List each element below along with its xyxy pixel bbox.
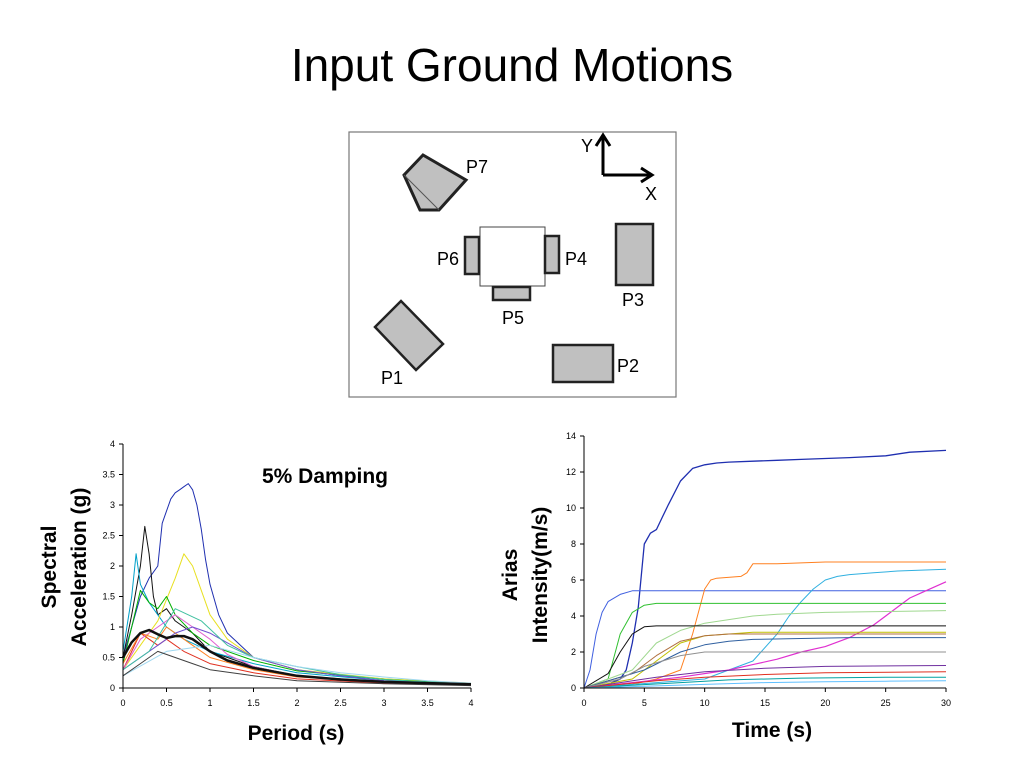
y-tick-label: 6 (571, 575, 576, 585)
x-tick-label: 30 (941, 698, 951, 708)
series-line-9 (122, 626, 472, 685)
y-tick-label: 14 (566, 431, 576, 441)
y-tick-label: 2.5 (102, 531, 115, 541)
y-axis-arrow (594, 132, 612, 175)
x-tick-labels: 0 5 10 15 20 25 30 (581, 698, 951, 708)
x-tick-label: 0 (120, 698, 125, 708)
series-line-2 (122, 525, 472, 685)
pier-p4-shape (543, 234, 561, 275)
y-tick-label: 10 (566, 503, 576, 513)
y-tick-labels: 0 0.5 1 1.5 2 2.5 3 3.5 4 (102, 439, 115, 693)
y-tick-label: 3.5 (102, 470, 115, 480)
x-tick-label: 1 (207, 698, 212, 708)
y-tick-label: 1.5 (102, 592, 115, 602)
x-tick-label: 25 (881, 698, 891, 708)
pier-p2-shape (551, 343, 615, 384)
y-axis-title-line-1: Spectral (38, 526, 61, 609)
x-tick-label: 3.5 (421, 698, 434, 708)
series-line-2 (583, 590, 946, 689)
pier-p3-shape (614, 222, 655, 287)
series-line-16 (583, 680, 947, 689)
x-tick-label: 4 (468, 698, 473, 708)
x-tick-labels: 0 0.5 1 1.5 2 2.5 3 3.5 4 (120, 698, 473, 708)
x-tick-label: 2 (294, 698, 299, 708)
series-line-1 (583, 449, 947, 689)
pier-p7-shape (402, 153, 469, 212)
series-line-6 (583, 602, 946, 689)
chart-title: 5% Damping (262, 465, 388, 488)
series-line-5 (583, 581, 947, 689)
series-line-3 (122, 553, 472, 685)
x-tick-label: 10 (700, 698, 710, 708)
x-tick-label: 0.5 (160, 698, 173, 708)
pier-p2-label: P2 (617, 356, 639, 376)
axes (119, 443, 472, 692)
pier-p7-label: P7 (466, 157, 488, 177)
pier-p5-shape (491, 285, 532, 302)
y-tick-label: 2 (110, 561, 115, 571)
x-axis-arrow (603, 166, 655, 184)
x-tick-label: 5 (642, 698, 647, 708)
y-tick-label: 0 (110, 683, 115, 693)
series-line-9 (583, 631, 946, 689)
pier-p6-label: P6 (437, 249, 459, 269)
x-axis-title: Period (s) (248, 722, 345, 745)
x-tick-label: 0 (581, 698, 586, 708)
y-axis-title-line-2: Acceleration (g) (68, 488, 91, 647)
center-building (479, 226, 546, 287)
pier-p6-shape (463, 235, 481, 276)
series-lines (583, 449, 947, 689)
y-tick-label: 4 (571, 611, 576, 621)
y-axis-title-line-1: Arias (499, 549, 522, 602)
x-axis-title: Time (s) (732, 719, 812, 742)
x-tick-label: 2.5 (334, 698, 347, 708)
x-axis-label: X (645, 184, 657, 204)
series-line-3 (583, 561, 946, 689)
pier-p1-label: P1 (381, 368, 403, 388)
y-axis-title-line-2: Intensity(m/s) (529, 507, 552, 644)
series-line-14 (583, 671, 947, 689)
slide-title: Input Ground Motions (290, 39, 734, 91)
y-axis-label: Y (581, 136, 593, 156)
y-tick-label: 2 (571, 647, 576, 657)
y-tick-label: 0 (571, 683, 576, 693)
series-line-7 (583, 610, 947, 689)
series-line-13 (583, 665, 947, 689)
y-tick-label: 1 (110, 622, 115, 632)
pier-p5-label: P5 (502, 308, 524, 328)
series-line-12 (122, 650, 472, 687)
series-line-1 (122, 483, 472, 684)
axes (580, 435, 947, 692)
x-tick-label: 1.5 (247, 698, 260, 708)
series-line-4 (122, 553, 472, 684)
y-tick-label: 12 (566, 467, 576, 477)
series-line-13 (121, 628, 472, 686)
series-lines (121, 483, 472, 687)
pier-p4-label: P4 (565, 249, 587, 269)
x-tick-label: 15 (760, 698, 770, 708)
y-tick-labels: 0 2 4 6 8 10 12 14 (566, 431, 576, 693)
pier-p3-label: P3 (622, 290, 644, 310)
series-line-4 (583, 568, 947, 689)
layout-diagram: Y X P7 P6 P4 P5 P3 P1 P2 (348, 131, 677, 398)
series-line-11 (122, 644, 472, 684)
y-tick-label: 3 (110, 500, 115, 510)
y-tick-label: 8 (571, 539, 576, 549)
pier-p1-shape (373, 299, 445, 372)
y-tick-label: 0.5 (102, 653, 115, 663)
series-line-15 (583, 676, 946, 689)
pier-p7-inner-edge (403, 174, 440, 211)
y-tick-label: 4 (110, 439, 115, 449)
x-tick-label: 3 (381, 698, 386, 708)
series-line-8 (583, 625, 946, 689)
spectral-acceleration-chart: 0 0.5 1 1.5 2 2.5 3 3.5 4 0 0.5 1 1.5 2 2.5 3 3.5 4 5% D… (38, 439, 474, 745)
series-line-12 (583, 651, 946, 689)
x-tick-label: 20 (820, 698, 830, 708)
